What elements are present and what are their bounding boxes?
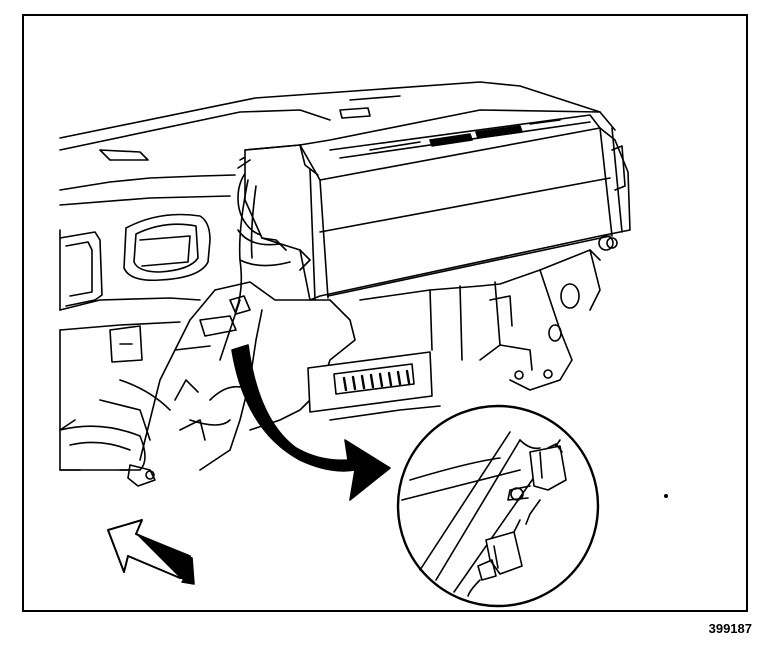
side-vent-outer [59,231,103,307]
figure-number: 399187 [708,621,752,636]
data-link-connector [307,351,433,413]
callout-arrow [231,344,391,501]
detail-inset [396,404,600,608]
lower-bracket [59,281,356,487]
misc-details [59,237,668,498]
lower-dash [329,249,601,421]
round-vent [123,213,211,282]
airbag-module [244,109,631,301]
forward-arrow [107,519,195,585]
wiring-harness [235,159,291,311]
illustration-frame [22,14,748,612]
